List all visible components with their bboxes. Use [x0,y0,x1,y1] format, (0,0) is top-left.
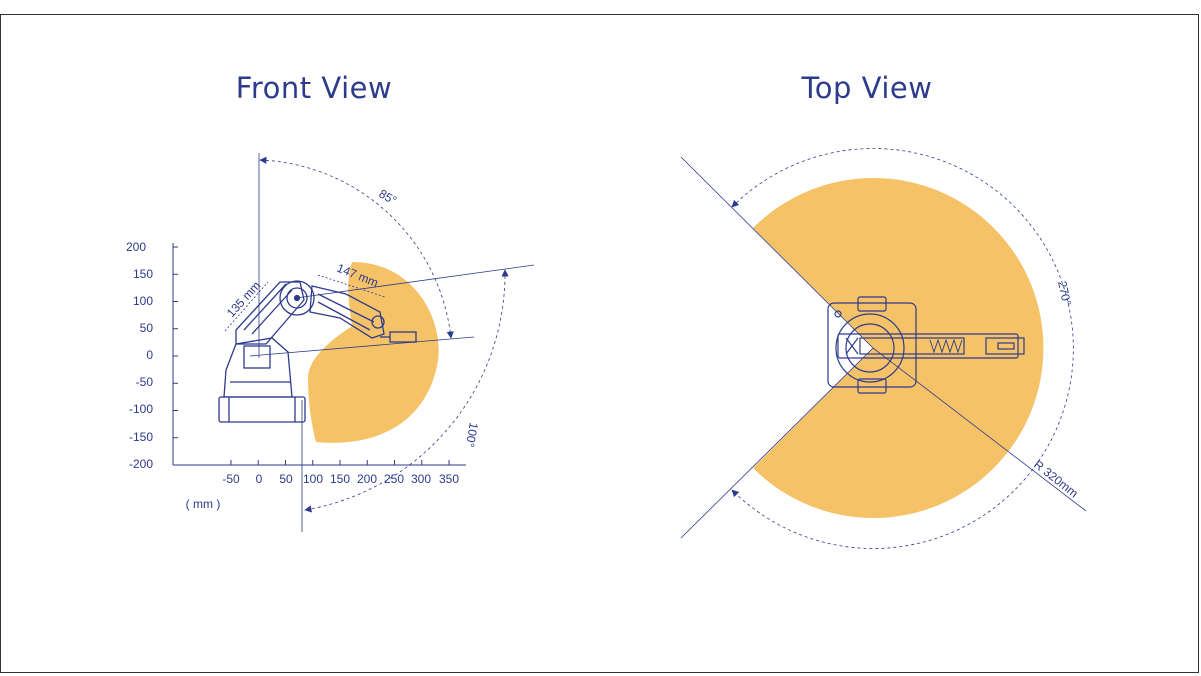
y-tick-label: -50 [136,375,154,389]
top-angle-label: 270° [1055,280,1074,307]
y-tick-label: 150 [133,267,153,281]
top-robot-arm [827,296,1025,394]
top-view: Top View 270° R 320mm [680,71,1087,549]
x-tick-label: 200 [357,472,377,486]
x-tick-label: 100 [303,472,323,486]
x-tick-label: 150 [330,472,350,486]
x-tick-label: 350 [439,472,459,486]
x-tick-label: -50 [222,472,240,486]
y-tick-label: -150 [129,430,153,444]
link1-dimension-line [224,281,269,332]
y-tick-label: 200 [126,240,146,254]
front-view-title: Front View [236,71,392,105]
top-radius-line [872,347,1087,512]
x-tick-label: 250 [384,472,404,486]
y-tick-label: 100 [133,294,153,308]
link1-length-label: 135 mm [224,278,263,320]
y-tick-label: -200 [129,457,153,471]
top-radius-label: R 320mm [1031,457,1081,500]
x-tick-label: 300 [411,472,431,486]
x-tick-label: 0 [256,472,263,486]
upper-angle-label: 85° [377,186,400,207]
front-lower-angle-arc [304,269,509,513]
top-boundary-line-upper [680,156,874,349]
y-tick-label: 0 [146,348,153,362]
top-boundary-line-lower [680,347,874,539]
y-tick-label: -100 [129,402,153,416]
unit-label: ( mm ) [186,497,221,511]
front-view: Front View 200 150 100 50 0 -50 -100 -15… [126,71,535,532]
top-view-title: Top View [801,71,933,105]
front-robot-arm [218,280,417,423]
lower-angle-label: 100° [463,421,481,448]
x-tick-label: 50 [279,472,293,486]
top-angle-arc [731,148,1074,549]
top-workspace-sector [753,178,1044,518]
y-tick-label: 50 [140,321,154,335]
